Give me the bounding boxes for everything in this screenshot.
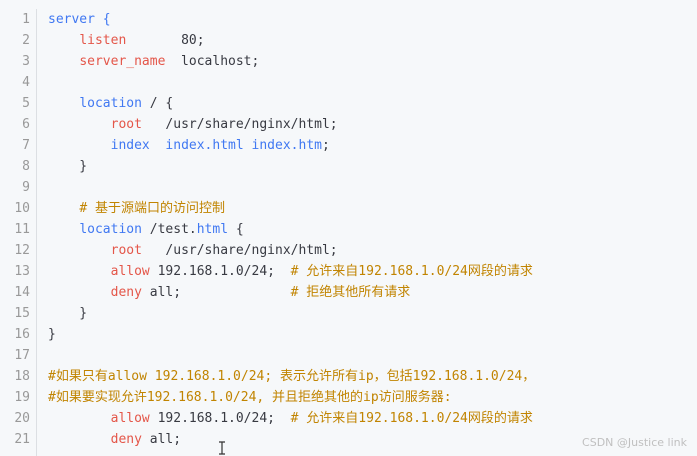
code-token [48,54,79,69]
code-line[interactable]: deny all; # 拒绝其他所有请求 [48,282,697,303]
watermark: CSDN @Justice link [582,436,687,449]
code-line[interactable]: root /usr/share/nginx/html; [48,240,697,261]
code-token: 192.168.1.0/24; [149,264,291,279]
line-number: 17 [14,348,30,363]
code-token: root [110,243,142,258]
code-token: allow [110,411,150,426]
code-line[interactable]: location / { [48,93,697,114]
code-token: server { [48,12,111,27]
line-number: 16 [14,327,30,342]
code-token: location [79,96,142,111]
code-token: listen [79,33,127,48]
code-token: index [110,138,150,153]
code-line[interactable]: root /usr/share/nginx/html; [48,114,697,135]
line-number: 7 [22,138,30,153]
code-token: #如果要实现允许192.168.1.0/24, 并且拒绝其他的ip访问服务器: [48,390,452,405]
line-number: 1 [22,12,30,27]
line-number: 5 [22,96,30,111]
code-token: deny [110,285,142,300]
code-token [150,138,166,153]
code-token: #如果只有allow 192.168.1.0/24; 表示允许所有ip，包括19… [48,369,536,384]
code-line[interactable] [48,345,697,366]
code-token [48,285,111,300]
code-token: index.htm [251,138,322,153]
code-token: 192.168.1.0/24; [149,411,291,426]
code-token: root [110,117,142,132]
code-token: / { [141,96,174,111]
line-number: 6 [22,117,30,132]
code-token [48,117,111,132]
code-token [48,243,111,258]
line-number: 20 [14,411,30,426]
code-line[interactable]: allow 192.168.1.0/24; # 允许来自192.168.1.0/… [48,408,697,429]
code-line[interactable]: } [48,303,697,324]
code-token: localhost; [165,54,260,69]
code-token [244,138,252,153]
code-token [48,222,79,237]
code-token: # 基于源端口的访问控制 [79,201,225,216]
code-token [48,432,111,447]
code-token: /test. [141,222,197,237]
code-token: } [48,327,56,342]
line-number: 4 [22,75,30,90]
line-number: 12 [14,243,30,258]
code-token: server_name [79,54,166,69]
code-token: # 允许来自192.168.1.0/24网段的请求 [290,264,533,279]
code-token: # 允许来自192.168.1.0/24网段的请求 [290,411,533,426]
code-line[interactable]: deny all; [48,429,697,450]
line-number: 18 [14,369,30,384]
code-line[interactable]: listen 80; [48,30,697,51]
code-token [48,411,111,426]
code-line[interactable]: # 基于源端口的访问控制 [48,198,697,219]
code-line[interactable]: #如果只有allow 192.168.1.0/24; 表示允许所有ip，包括19… [48,366,697,387]
text-cursor-icon [219,441,225,455]
code-lines[interactable]: server { listen 80; server_name localhos… [48,9,697,450]
code-token: allow [110,264,150,279]
code-line[interactable]: location /test.html { [48,219,697,240]
code-token: all; [141,285,291,300]
code-token: # 拒绝其他所有请求 [290,285,411,300]
code-token: deny [110,432,142,447]
code-token [48,138,111,153]
code-token: } [48,306,88,321]
line-number: 2 [22,33,30,48]
code-token [48,201,79,216]
code-token: html [196,222,229,237]
code-line[interactable]: } [48,156,697,177]
line-number: 11 [14,222,30,237]
code-line[interactable] [48,72,697,93]
line-number: 13 [14,264,30,279]
line-number: 19 [14,390,30,405]
code-line[interactable]: } [48,324,697,345]
line-number: 9 [22,180,30,195]
code-token: /usr/share/nginx/html; [141,117,338,132]
code-line[interactable] [48,177,697,198]
code-token: 80; [126,33,205,48]
line-number: 14 [14,285,30,300]
code-token: /usr/share/nginx/html; [141,243,338,258]
code-token [48,33,79,48]
code-token [48,264,111,279]
code-line[interactable]: #如果要实现允许192.168.1.0/24, 并且拒绝其他的ip访问服务器: [48,387,697,408]
code-line[interactable]: server { [48,9,697,30]
code-token [48,96,79,111]
code-token: ; [321,138,330,153]
code-line[interactable]: allow 192.168.1.0/24; # 允许来自192.168.1.0/… [48,261,697,282]
line-number: 10 [14,201,30,216]
code-token: location [79,222,142,237]
line-number: 15 [14,306,30,321]
code-token: all; [141,432,182,447]
line-number: 3 [22,54,30,69]
code-token: { [228,222,244,237]
code-line[interactable]: server_name localhost; [48,51,697,72]
line-number: 21 [14,432,30,447]
code-token: } [48,159,88,174]
line-number: 8 [22,159,30,174]
code-token: index.html [165,138,244,153]
code-line[interactable]: index index.html index.htm; [48,135,697,156]
